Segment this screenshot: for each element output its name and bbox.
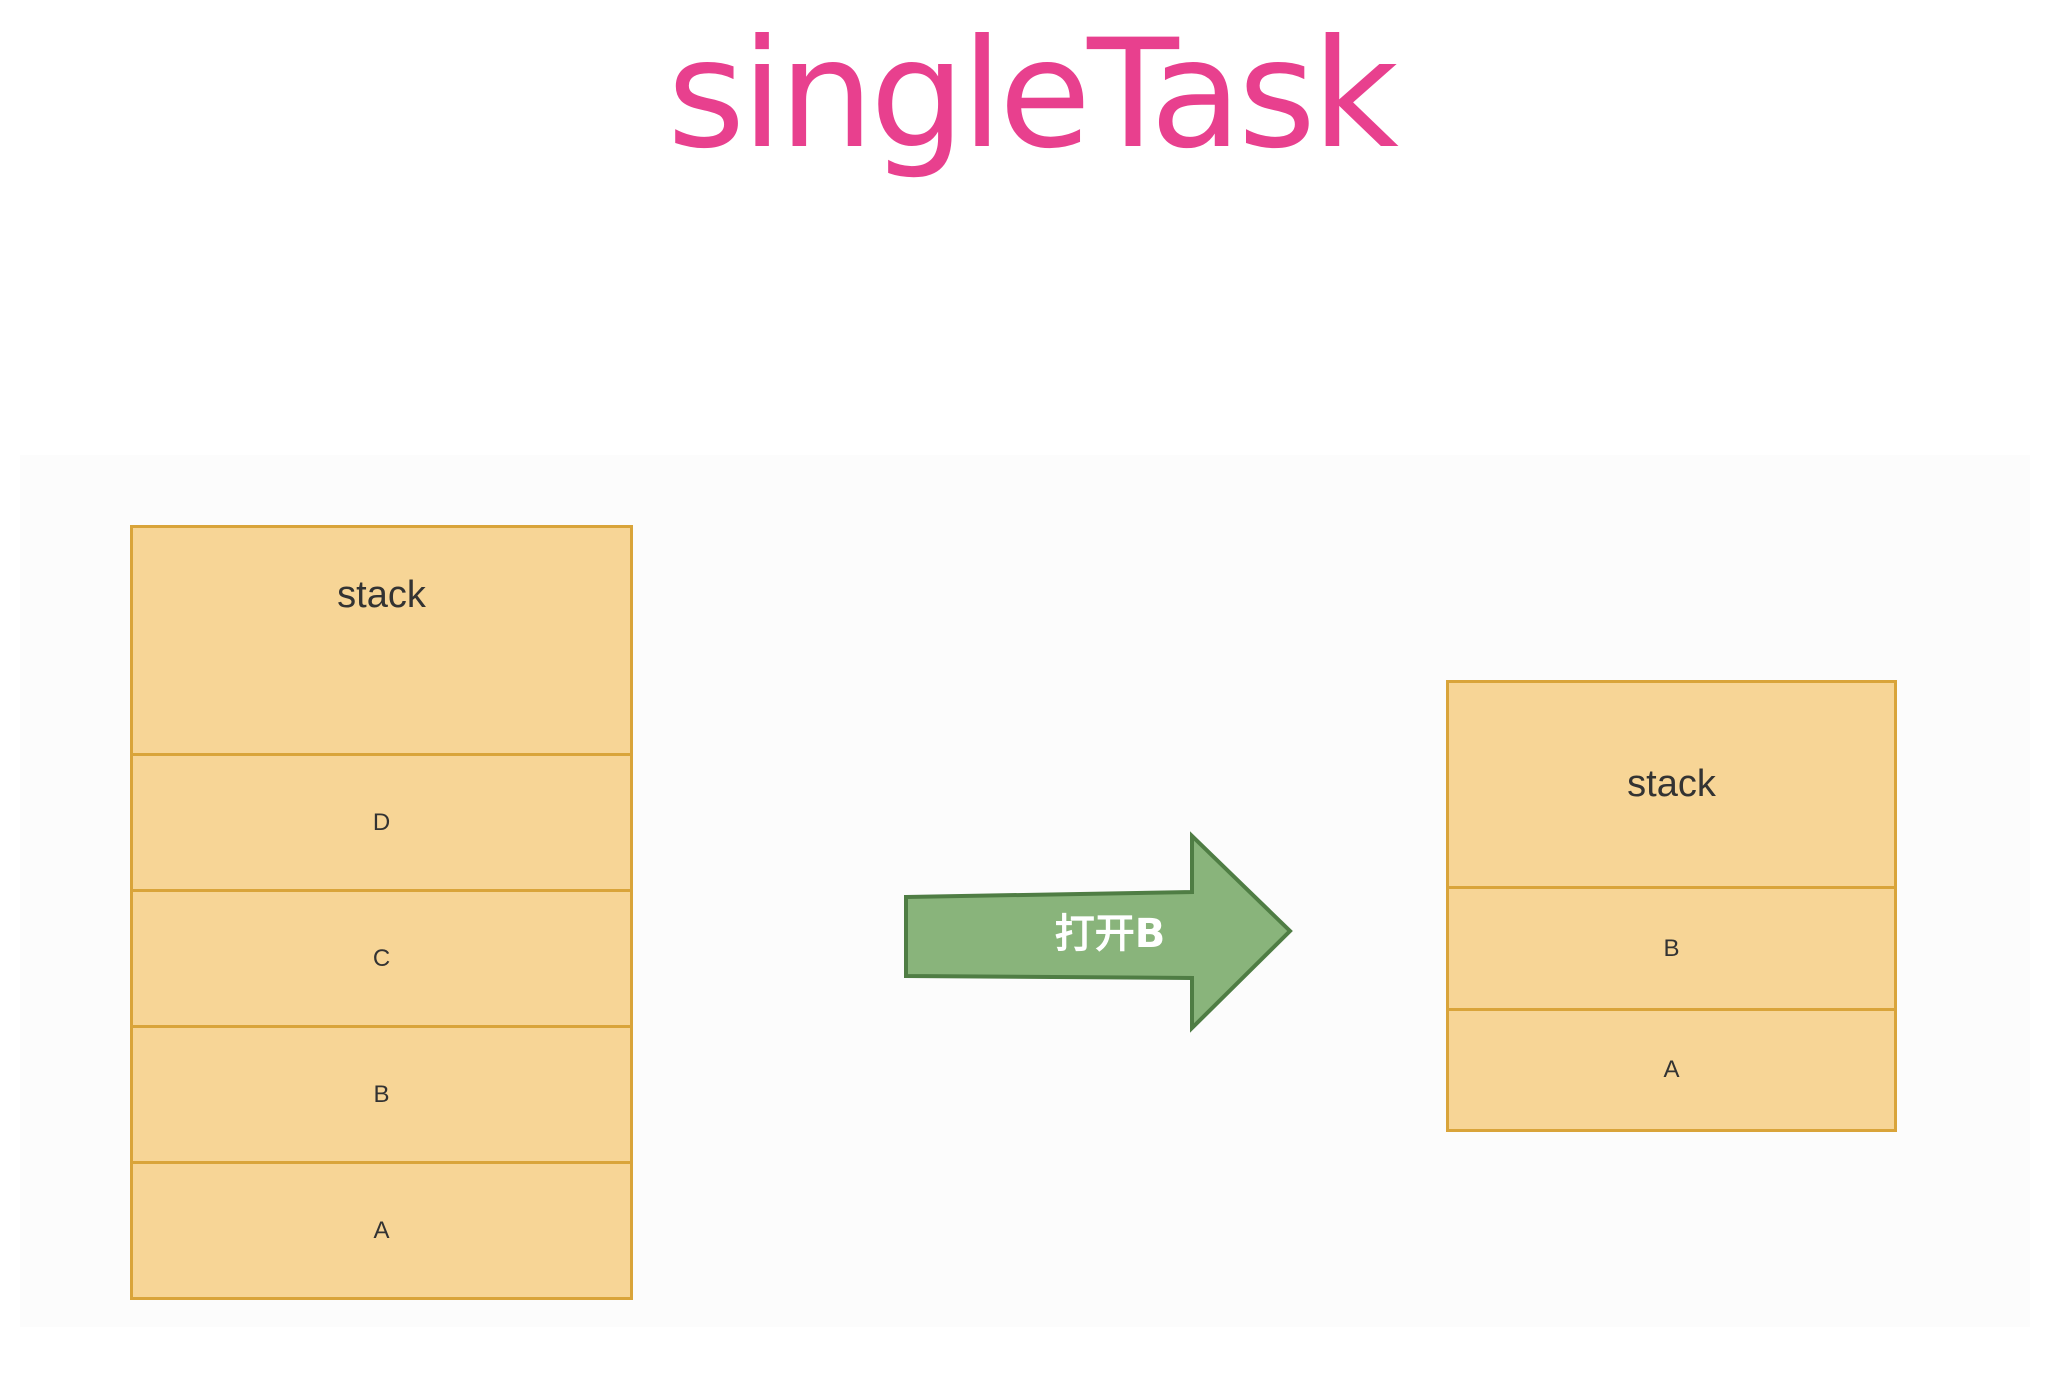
stack-after: stack B A	[1446, 680, 1897, 1132]
stack-after-header: stack	[1627, 763, 1716, 805]
diagram-title: singleTask	[667, 8, 1399, 182]
stack-before-item-a: A	[133, 1161, 630, 1297]
stack-before-item-d: D	[133, 753, 630, 889]
stack-before: stack D C B A	[130, 525, 633, 1300]
stack-after-item-a: A	[1449, 1008, 1894, 1129]
stack-before-item-b: B	[133, 1025, 630, 1161]
stack-before-item-c: C	[133, 889, 630, 1025]
stack-before-header: stack	[337, 574, 426, 616]
arrow-label: 打开B	[1054, 911, 1166, 957]
stack-after-item-b: B	[1449, 886, 1894, 1008]
transition-arrow: 打开B	[900, 830, 1295, 1035]
arrow-shape	[904, 831, 1293, 1033]
